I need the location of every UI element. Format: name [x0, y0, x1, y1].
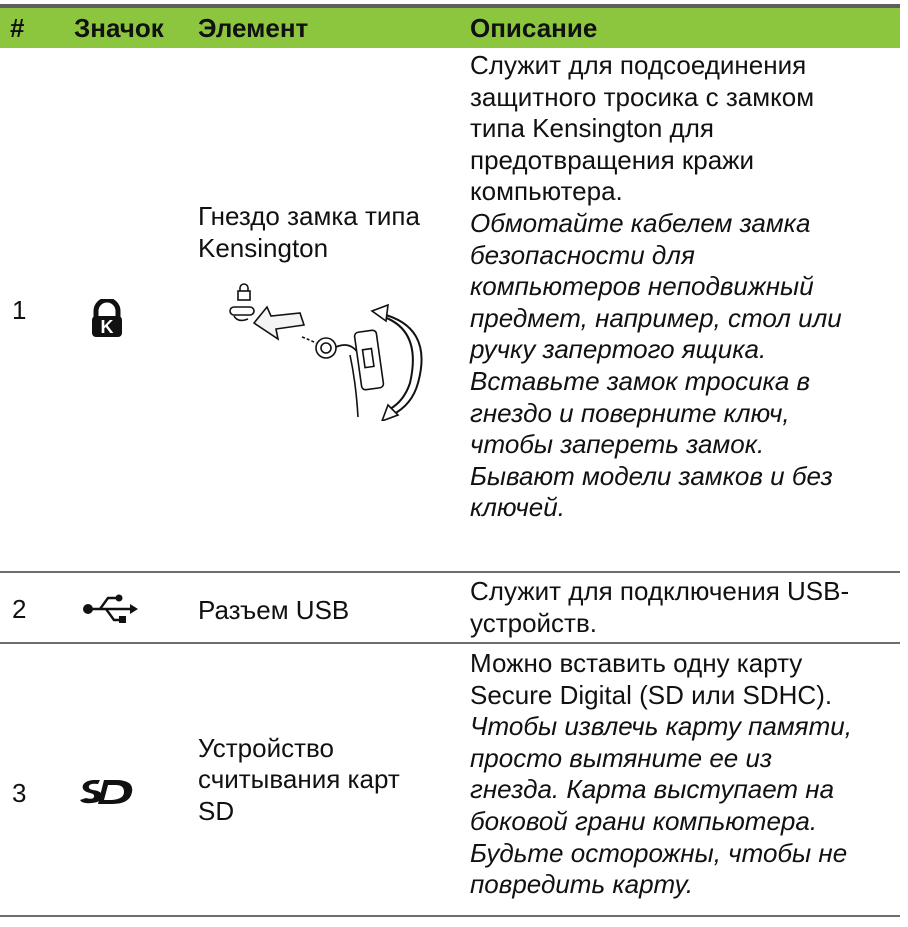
- table-header: [0, 4, 900, 48]
- row3-description: Можно вставить одну карту Secure Digital…: [470, 648, 895, 901]
- row1-description: Служит для подсоединения защитного троси…: [470, 50, 895, 524]
- row1-element-line1: Гнездо замка типа: [198, 201, 420, 231]
- svg-text:K: K: [101, 317, 114, 337]
- row3-desc-line: Можно вставить одну карту: [470, 648, 803, 678]
- row1-note-line: ключей.: [470, 492, 565, 523]
- row2-number: 2: [12, 594, 27, 624]
- row1-desc-line: предотвращения кражи: [470, 144, 755, 175]
- row1-note-line: Обмотайте кабелем замка: [470, 207, 811, 238]
- row3-note-line: Будьте осторожны, чтобы не: [470, 837, 848, 868]
- row2-desc-line: устройств.: [470, 607, 598, 638]
- row1-note-line: Бывают модели замков и без: [470, 460, 833, 491]
- row3-element-line1: Устройство: [198, 733, 335, 763]
- row1-note-line: предмет, например, стол или: [470, 302, 842, 333]
- row2-description: Служит для подключения USB- устройств.: [470, 576, 895, 639]
- row3-note-line: повредить карту.: [470, 869, 694, 900]
- row3-element-line2: считывания карт: [198, 764, 400, 794]
- row1-desc-line: Служит для подсоединения: [470, 50, 807, 80]
- row-separator: [0, 642, 900, 644]
- table-bottom-rule: [0, 915, 900, 917]
- kensington-lock-illustration: [222, 283, 440, 426]
- header-num: #: [10, 13, 25, 43]
- header-element: Элемент: [198, 13, 309, 43]
- row1-note-line: ручку запертого ящика.: [470, 334, 767, 365]
- sd-card-icon: [76, 779, 138, 811]
- row3-desc-line: Secure Digital (SD или SDHC).: [470, 679, 833, 710]
- row3-note-line: Чтобы извлечь карту памяти,: [470, 711, 852, 742]
- row1-number: 1: [12, 295, 27, 325]
- row1-note-line: безопасности для: [470, 239, 695, 270]
- row-separator: [0, 571, 900, 573]
- row1-note-line: гнездо и поверните ключ,: [470, 397, 790, 428]
- row1-desc-line: защитного тросика с замком: [470, 81, 815, 112]
- row3-element-line3: SD: [198, 796, 235, 826]
- row1-element-line2: Kensington: [198, 233, 329, 263]
- row2-desc-line: Служит для подключения USB-: [470, 576, 850, 606]
- header-description: Описание: [470, 13, 598, 43]
- row1-note-line: Вставьте замок тросика в: [470, 365, 811, 396]
- row1-desc-line: компьютера.: [470, 176, 623, 207]
- row3-note-line: просто вытяните ее из: [470, 742, 773, 773]
- row1-desc-line: типа Kensington для: [470, 113, 714, 144]
- kensington-lock-icon: K: [89, 297, 125, 344]
- row1-note-line: чтобы запереть замок.: [470, 429, 765, 460]
- row3-note-line: гнезда. Карта выступает на: [470, 774, 835, 805]
- row3-number: 3: [12, 778, 27, 808]
- usb-icon: [82, 593, 138, 630]
- header-top-rule: [0, 4, 900, 8]
- row3-note-line: боковой грани компьютера.: [470, 805, 818, 836]
- header-icon: Значок: [74, 13, 164, 43]
- row2-element: Разъем USB: [198, 595, 350, 625]
- row1-note-line: компьютеров неподвижный: [470, 271, 814, 302]
